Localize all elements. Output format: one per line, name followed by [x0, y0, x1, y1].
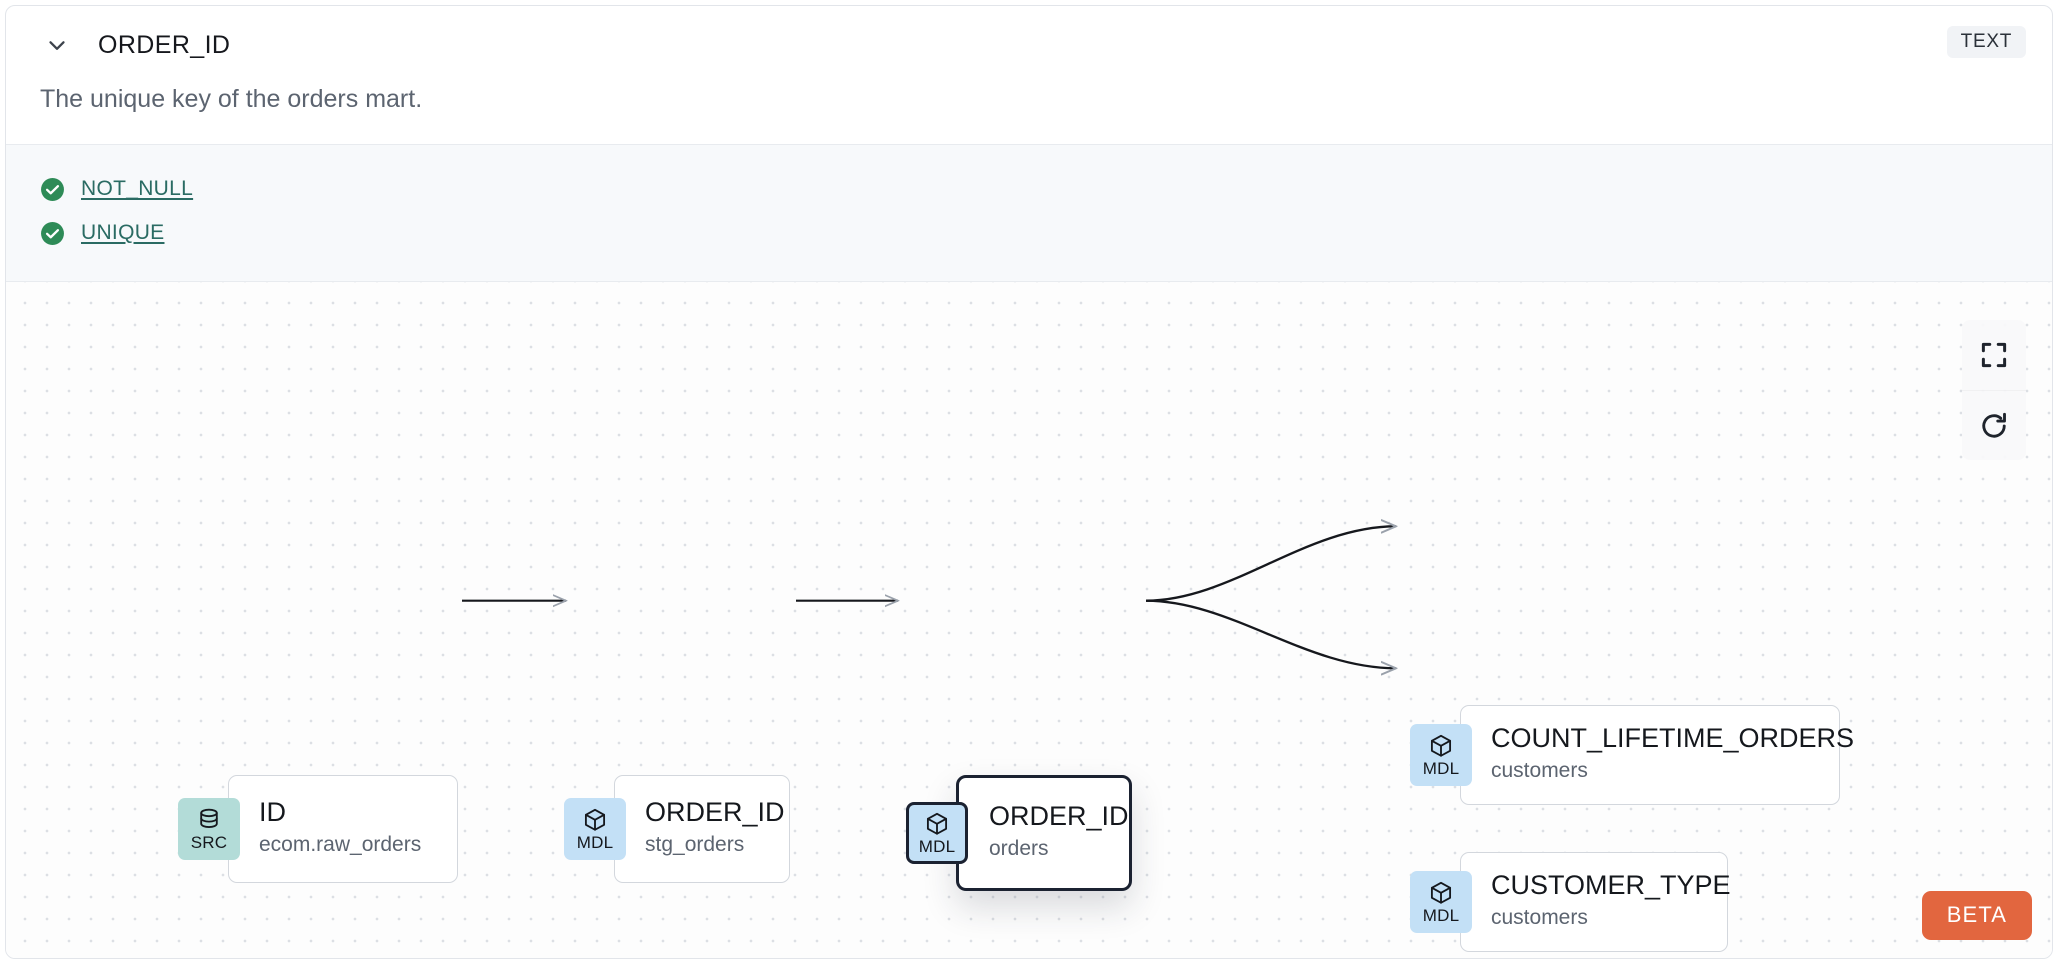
test-row: NOT_NULL [40, 167, 2018, 211]
test-row: UNIQUE [40, 211, 2018, 255]
node-kind-label: MDL [1422, 759, 1460, 778]
card-header: ORDER_ID TEXT [6, 6, 2052, 84]
column-description: The unique key of the orders mart. [40, 85, 423, 113]
check-circle-icon [41, 221, 64, 245]
node-subtitle: ecom.raw_orders [259, 833, 422, 857]
node-subtitle: orders [989, 837, 1049, 861]
cube-icon [1430, 734, 1452, 757]
test-link-not-null[interactable]: NOT_NULL [81, 177, 194, 200]
node-kind-label: MDL [918, 837, 956, 856]
node-kind-label: SRC [190, 833, 228, 852]
node-kind-badge: MDL [564, 798, 626, 860]
fit-view-icon [1981, 342, 2007, 368]
refresh-button[interactable] [1962, 390, 2026, 460]
node-subtitle: stg_orders [645, 833, 745, 857]
node-name: ID [259, 797, 286, 828]
node-name: ORDER_ID [989, 801, 1129, 832]
lineage-node-selected[interactable]: MDL ORDER_ID orders [906, 775, 1132, 891]
cube-icon [584, 808, 606, 831]
node-kind-badge: MDL [1410, 871, 1472, 933]
canvas-controls [1962, 320, 2026, 460]
node-subtitle: customers [1491, 759, 1588, 783]
page-title: ORDER_ID [98, 30, 231, 59]
node-subtitle: customers [1491, 906, 1588, 930]
node-kind-badge: MDL [1410, 724, 1472, 786]
lineage-node[interactable]: MDL COUNT_LIFETIME_ORDERS customers [1410, 705, 1855, 805]
lineage-node[interactable]: MDL ORDER_ID stg_orders [564, 775, 790, 883]
node-kind-label: MDL [1422, 906, 1460, 925]
node-body: CUSTOMER_TYPE customers [1460, 852, 1731, 952]
node-kind-badge: MDL [906, 802, 968, 864]
data-type-badge: TEXT [1946, 26, 2026, 58]
node-body: ORDER_ID stg_orders [614, 775, 790, 883]
lineage-node[interactable]: SRC ID ecom.raw_orders [178, 775, 458, 883]
node-name: CUSTOMER_TYPE [1491, 870, 1731, 901]
test-link-unique[interactable]: UNIQUE [81, 221, 165, 244]
node-kind-badge: SRC [178, 798, 240, 860]
node-body: ORDER_ID orders [956, 775, 1132, 891]
fit-view-button[interactable] [1962, 320, 2026, 390]
cube-icon [1430, 881, 1452, 904]
node-name: COUNT_LIFETIME_ORDERS [1491, 723, 1855, 754]
lineage-canvas[interactable]: SRC ID ecom.raw_orders MDL [6, 282, 2052, 958]
refresh-icon [1982, 412, 2006, 438]
cube-icon [926, 812, 948, 835]
chevron-down-icon[interactable] [40, 28, 74, 62]
node-kind-label: MDL [576, 833, 614, 852]
database-icon [200, 808, 218, 828]
column-detail-card: ORDER_ID TEXT The unique key of the orde… [5, 5, 2053, 959]
lineage-node[interactable]: MDL CUSTOMER_TYPE customers [1410, 852, 1731, 952]
node-body: COUNT_LIFETIME_ORDERS customers [1460, 705, 1855, 805]
beta-badge[interactable]: BETA [1921, 891, 2032, 940]
node-body: ID ecom.raw_orders [228, 775, 458, 883]
node-name: ORDER_ID [645, 797, 785, 828]
tests-section: NOT_NULL UNIQUE [6, 144, 2052, 282]
check-circle-icon [41, 177, 64, 201]
